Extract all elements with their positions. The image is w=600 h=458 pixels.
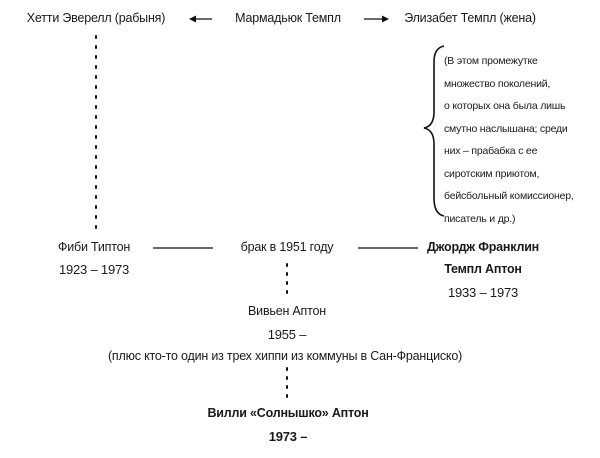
- note-line: смутно наслышана; среди: [444, 122, 568, 135]
- note-line: них – прабабка с ее: [444, 145, 538, 157]
- hippie-father-note: (плюс кто-то один из трех хиппи из комму…: [107, 349, 463, 363]
- phoebe-tipton-dates: 1923 – 1973: [58, 262, 130, 277]
- marriage-label: брак в 1951 году: [240, 240, 334, 254]
- hetty-everell-label: Хетти Эверелл (рабыня): [26, 11, 166, 25]
- arrow-left-to-hetty: [189, 15, 212, 23]
- note-line: (В этом промежутке: [444, 55, 538, 67]
- vivien-upton-name: Вивьен Аптон: [248, 304, 326, 318]
- note-line: множество поколений,: [444, 77, 551, 90]
- george-upton-name-line1: Джордж Франклин: [426, 240, 540, 254]
- note-line: сиротским приютом,: [444, 167, 540, 180]
- willie-upton-dates: 1973 –: [268, 429, 308, 444]
- george-upton-dates: 1933 – 1973: [447, 285, 519, 300]
- george-upton-name-line2: Темпл Аптон: [444, 262, 522, 276]
- vivien-upton-dates: 1955 –: [267, 327, 307, 342]
- note-line: о которых она была лишь: [444, 100, 566, 112]
- note-line: бейсбольный комиссионер,: [444, 190, 574, 202]
- note-brace: [423, 45, 445, 217]
- marmaduke-temple-label: Мармадьюк Темпл: [235, 11, 341, 25]
- generations-note: (В этом промежутке множество поколений, …: [444, 50, 574, 230]
- phoebe-tipton-name: Фиби Типтон: [57, 240, 131, 254]
- note-line: писатель и др.): [444, 212, 516, 225]
- elizabeth-temple-label: Элизабет Темпл (жена): [404, 11, 536, 25]
- arrow-right-to-elizabeth: [364, 15, 389, 23]
- willie-upton-name: Вилли «Солнышко» Аптон: [207, 406, 369, 420]
